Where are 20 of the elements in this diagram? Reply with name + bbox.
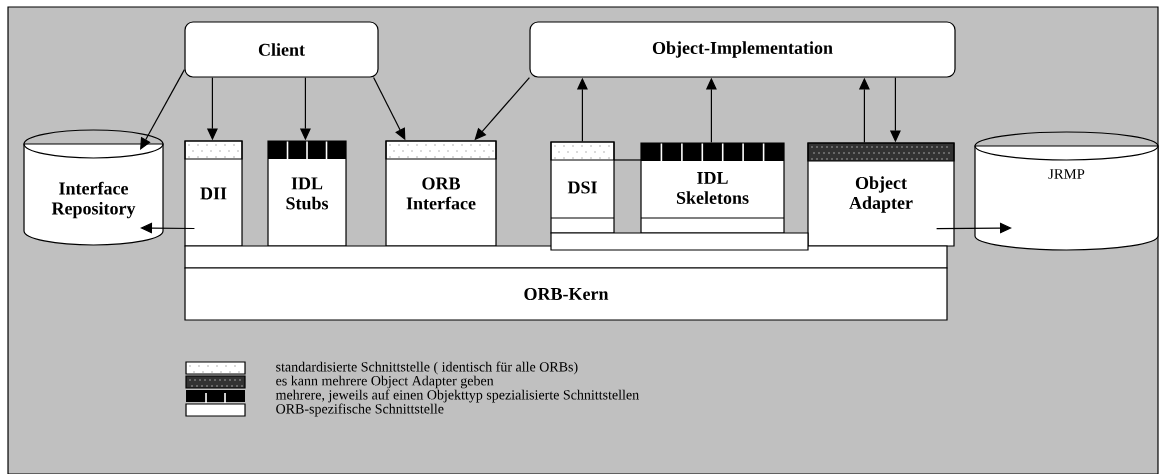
interface-block: ORB Interface <box>385 140 497 247</box>
database-cylinder: Interface Repository <box>23 129 164 246</box>
node-label: IDL Stubs <box>286 177 329 210</box>
interface-block: DII <box>184 140 243 247</box>
interface-block: Object Adapter <box>807 142 955 247</box>
legend-text: standardisierte Schnittstelle ( identisch für alle ORBs) <box>276 361 578 375</box>
arrow <box>936 222 1012 234</box>
legend-text: es kann mehrere Object Adapter geben <box>276 375 494 389</box>
arrow <box>140 69 185 150</box>
legend-text: ORB-spezifische Schnittstelle <box>276 403 444 417</box>
interface-block: IDL Stubs <box>267 140 347 247</box>
arrow <box>140 222 195 234</box>
legend-text: mehrere, jeweils auf einen Objekttyp spezialisierte Schnittstellen <box>275 389 639 403</box>
node-label: ORB Interface <box>406 177 476 210</box>
database-cylinder: JRMP <box>974 131 1159 251</box>
core-box: ORB-Kern <box>184 232 948 321</box>
node-label: IDL Skeletons <box>676 172 749 204</box>
interface-block: DSI <box>550 141 642 234</box>
component-box: Object-Implementation <box>529 21 956 78</box>
component-box: Client <box>184 21 379 78</box>
